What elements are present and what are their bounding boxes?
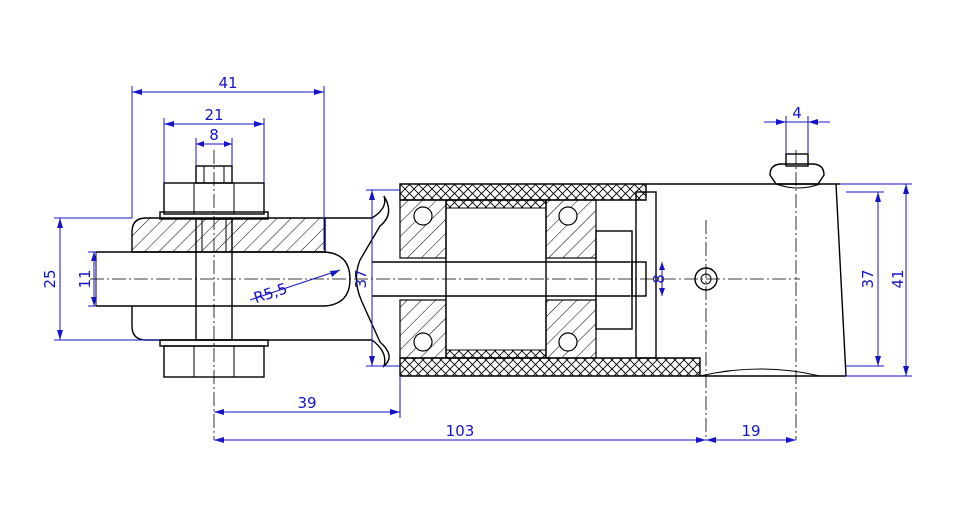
dimension-lines [54, 86, 912, 441]
dim-shaft-8: 8 [650, 274, 668, 284]
right-ball-top [558, 206, 578, 226]
fork-plate-section [131, 217, 326, 253]
dim-right-37: 37 [859, 269, 877, 288]
dim-bottom-103: 103 [446, 422, 475, 440]
dim-radius: R5,5 [251, 279, 289, 307]
roller-wheel [399, 183, 701, 377]
dim-top-8: 8 [209, 126, 219, 144]
center-lines [90, 150, 800, 440]
dim-bottom-39: 39 [297, 394, 316, 412]
right-ball-bottom [558, 332, 578, 352]
hub-inner-bottom [445, 349, 547, 359]
dimension-labels: 41 21 8 25 11 R5,5 37 8 39 103 19 4 37 4… [41, 74, 907, 440]
left-ball-bottom [413, 332, 433, 352]
dim-top-21: 21 [204, 106, 223, 124]
dim-right-41: 41 [889, 269, 907, 288]
tyre-top [399, 183, 647, 201]
dim-top-41: 41 [218, 74, 237, 92]
dim-bottom-19: 19 [741, 422, 760, 440]
left-ball-top [413, 206, 433, 226]
dim-right-4: 4 [792, 104, 802, 122]
tube-mount [646, 153, 847, 377]
shaft-nut [595, 230, 633, 330]
shaft [372, 230, 647, 330]
side-plate [635, 191, 657, 359]
dim-mid-37: 37 [352, 269, 370, 288]
hub-inner-top [445, 199, 547, 209]
dimension-arrows [57, 89, 909, 443]
dim-left-25: 25 [41, 269, 59, 288]
dim-left-11: 11 [76, 269, 94, 288]
tyre-bottom [399, 357, 701, 377]
grease-nipple [785, 153, 809, 167]
